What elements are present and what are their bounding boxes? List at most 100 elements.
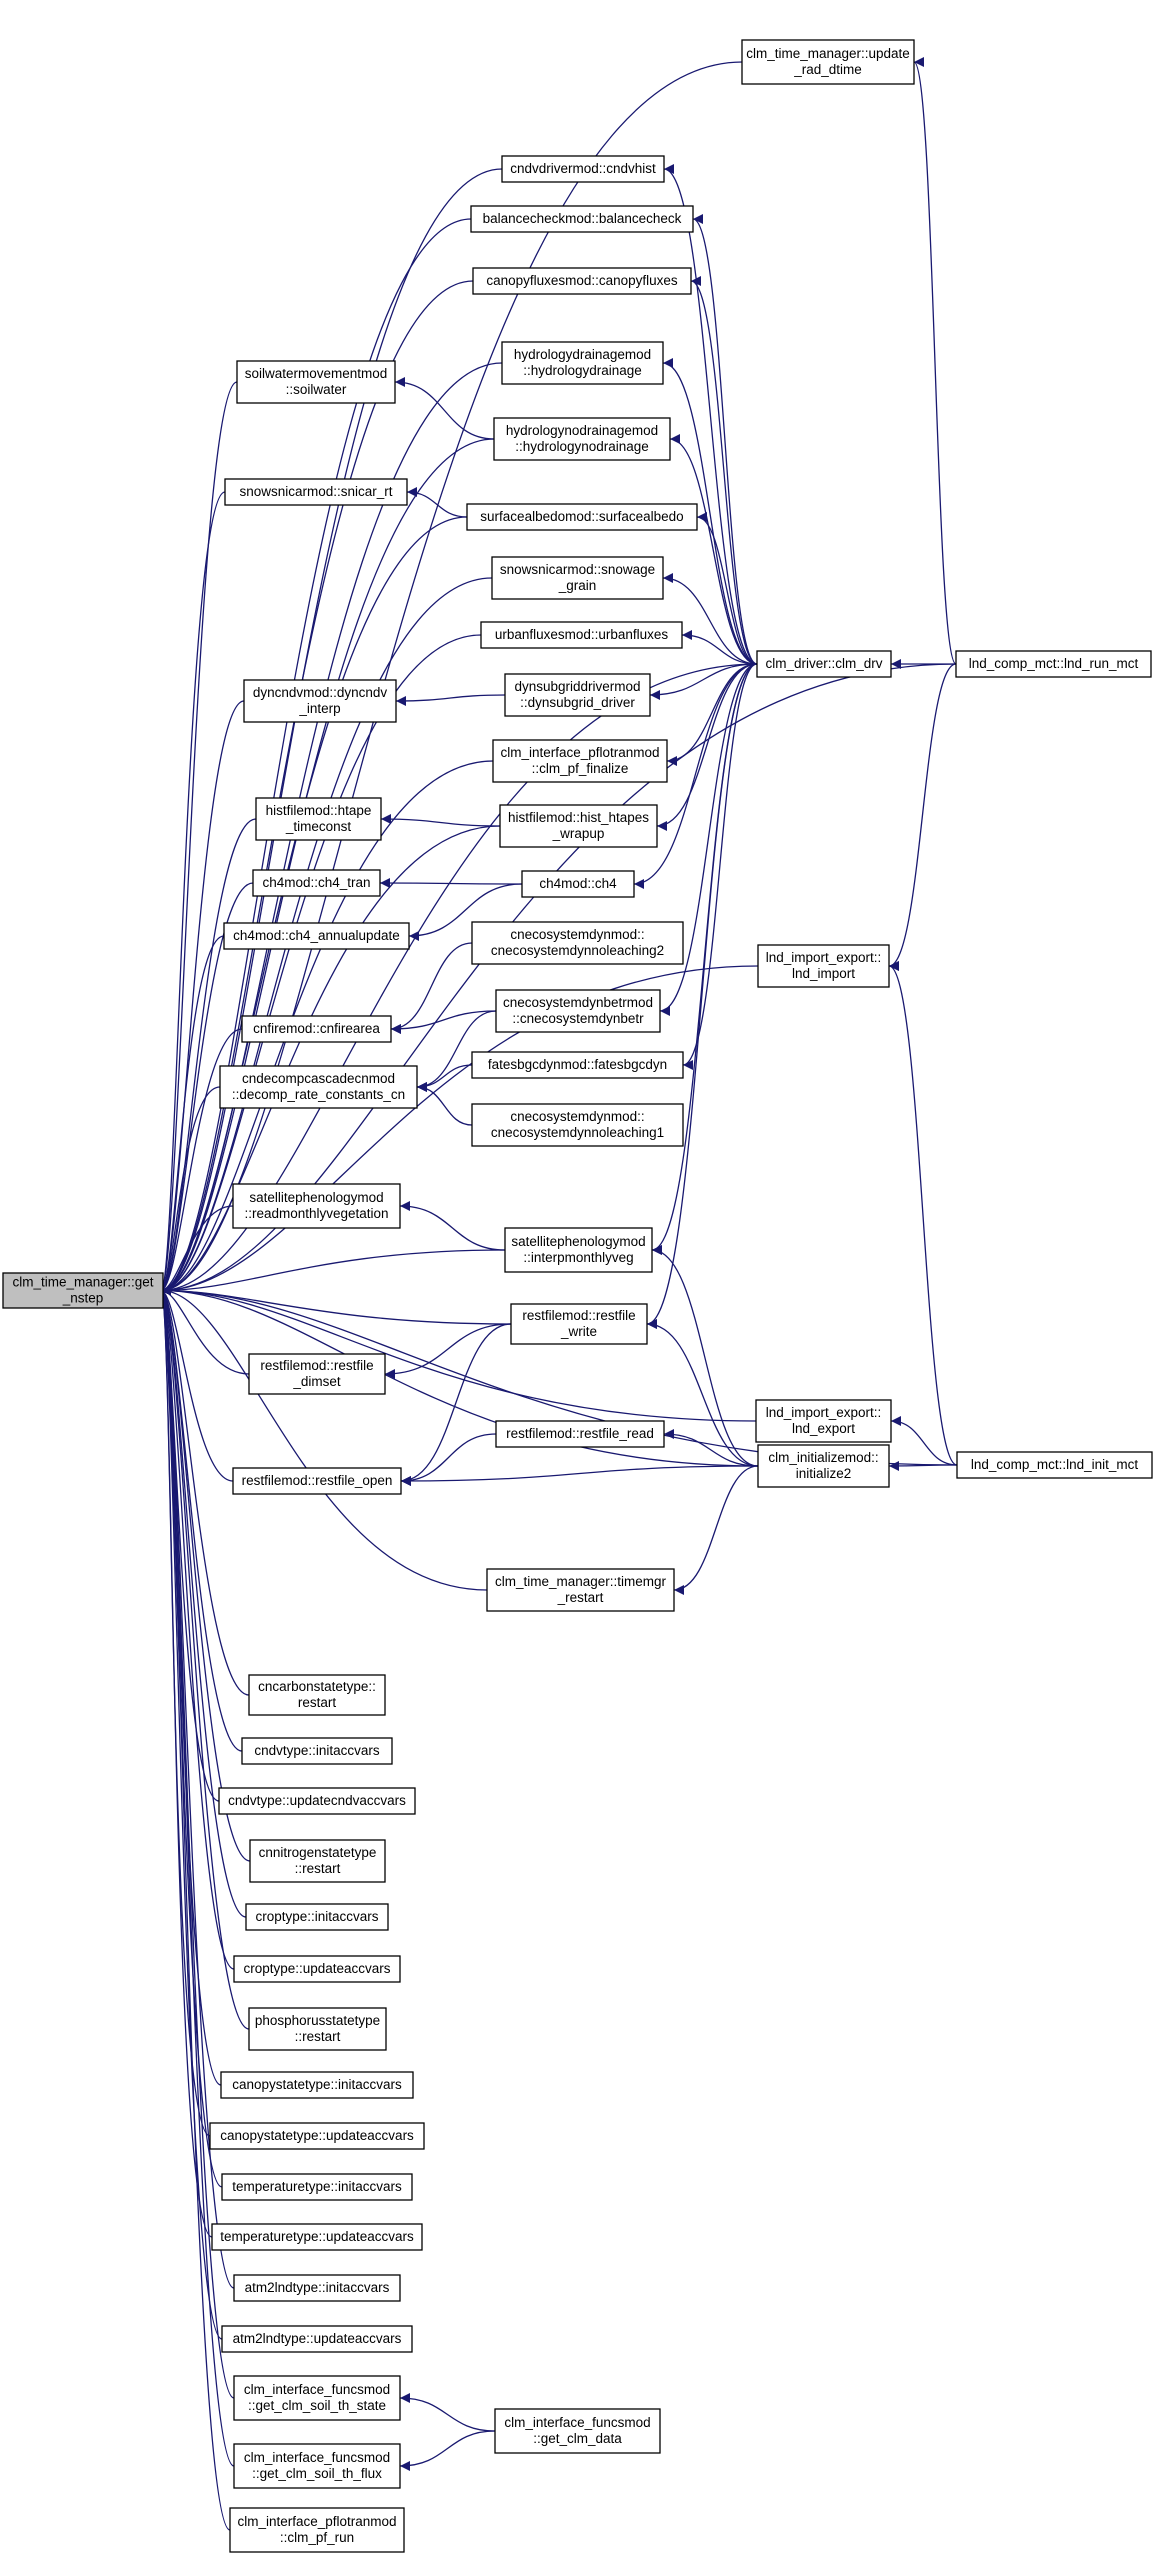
node-label: lnd_import_export:: (766, 950, 882, 965)
node-label: satellitephenologymod (511, 1234, 645, 1249)
edge-croptype-updateaccvars-to-get-nstep (160, 1285, 235, 1970)
node-lnd-import[interactable]: lnd_import_export::lnd_import (757, 944, 890, 988)
node-label: satellitephenologymod (249, 1190, 383, 1205)
node-restfile-dimset[interactable]: restfilemod::restfile_dimset (248, 1353, 386, 1395)
node-label: ::get_clm_soil_th_flux (252, 2466, 382, 2481)
node-box (471, 921, 684, 965)
node-lnd-export[interactable]: lnd_import_export::lnd_export (755, 1399, 892, 1443)
node-atm2lndtype-initaccvars[interactable]: atm2lndtype::initaccvars (233, 2274, 401, 2302)
node-update-rad-dtime[interactable]: clm_time_manager::update_rad_dtime (741, 39, 915, 85)
node-cnnitrogenstatetype-restart[interactable]: cnnitrogenstatetype::restart (249, 1839, 386, 1883)
node-cndvtype-initaccvars[interactable]: cndvtype::initaccvars (241, 1737, 393, 1765)
node-label: ch4mod::ch4 (539, 876, 617, 891)
node-balancecheck[interactable]: balancecheckmod::balancecheck (470, 205, 694, 233)
node-label: lnd_import_export:: (766, 1405, 882, 1420)
node-label: lnd_comp_mct::lnd_run_mct (969, 656, 1139, 671)
node-clm-pf-finalize[interactable]: clm_interface_pflotranmod::clm_pf_finali… (492, 739, 668, 783)
node-snicar-rt[interactable]: snowsnicarmod::snicar_rt (224, 478, 408, 506)
node-ch4-tran[interactable]: ch4mod::ch4_tran (252, 869, 381, 897)
node-restfile-write[interactable]: restfilemod::restfile_write (510, 1303, 648, 1345)
node-label: cndecompcascadecnmod (242, 1071, 395, 1086)
node-box (504, 673, 651, 717)
node-clm-pf-run[interactable]: clm_interface_pflotranmod::clm_pf_run (229, 2507, 405, 2553)
node-label: lnd_comp_mct::lnd_init_mct (971, 1457, 1139, 1472)
node-cndvhist[interactable]: cndvdrivermod::cndvhist (501, 155, 665, 183)
node-fatesbgcdyn[interactable]: fatesbgcdynmod::fatesbgcdyn (471, 1051, 684, 1079)
node-hist-htapes-wrapup[interactable]: histfilemod::hist_htapes_wrapup (499, 804, 658, 848)
node-cndvtype-updatecndvaccvars[interactable]: cndvtype::updatecndvaccvars (218, 1787, 416, 1815)
node-canopystatetype-initaccvars[interactable]: canopystatetype::initaccvars (220, 2071, 414, 2099)
edge-urbanfluxes-to-get-nstep (160, 634, 482, 1296)
node-box (221, 2173, 413, 2201)
node-get-clm-data[interactable]: clm_interface_funcsmod::get_clm_data (494, 2408, 661, 2454)
edge-canopyfluxes-to-get-nstep (160, 280, 474, 1296)
node-temperaturetype-initaccvars[interactable]: temperaturetype::initaccvars (221, 2173, 413, 2201)
node-box (480, 621, 683, 649)
edge-cncarbonstatetype-restart-to-get-nstep (160, 1285, 250, 1696)
edge-restfile-open-to-get-nstep (160, 1285, 234, 1482)
node-cnecosystemdynbetr[interactable]: cnecosystemdynbetrmod::cnecosystemdynbet… (495, 989, 661, 1033)
node-box (221, 2325, 413, 2353)
node-box (241, 1737, 393, 1765)
node-phosphorusstatetype-restart[interactable]: phosphorusstatetype::restart (248, 2007, 387, 2051)
node-soilwater[interactable]: soilwatermovementmod::soilwater (236, 360, 396, 404)
node-readmonthlyvegetation[interactable]: satellitephenologymod::readmonthlyvegeta… (232, 1183, 401, 1229)
edge-ch4-to-ch4-annualupdate (408, 883, 523, 941)
node-hydrologynodrainage[interactable]: hydrologynodrainagemod::hydrologynodrain… (493, 417, 671, 461)
node-label: atm2lndtype::updateaccvars (233, 2331, 402, 2346)
node-label: cndvtype::updatecndvaccvars (228, 1793, 406, 1808)
node-dyncndv-interp[interactable]: dyncndvmod::dyncndv_interp (243, 679, 397, 723)
node-decomp-rate-constants-cn[interactable]: cndecompcascadecnmod::decomp_rate_consta… (219, 1065, 418, 1109)
node-cnecosystemdynnoleaching2[interactable]: cnecosystemdynmod::cnecosystemdynnoleach… (471, 921, 684, 965)
node-hydrologydrainage[interactable]: hydrologydrainagemod::hydrologydrainage (501, 341, 664, 385)
node-clm-drv[interactable]: clm_driver::clm_drv (756, 650, 892, 678)
edge-soilwater-to-get-nstep (160, 381, 238, 1296)
node-canopystatetype-updateaccvars[interactable]: canopystatetype::updateaccvars (209, 2122, 425, 2150)
node-urbanfluxes[interactable]: urbanfluxesmod::urbanfluxes (480, 621, 683, 649)
edge-cnecosystemdynbetr-to-decomp-rate-constants-cn (416, 1010, 497, 1092)
node-interpmonthlyveg[interactable]: satellitephenologymod::interpmonthlyveg (504, 1227, 653, 1273)
node-lnd-run-mct[interactable]: lnd_comp_mct::lnd_run_mct (955, 650, 1152, 678)
node-label: dynsubgriddrivermod (514, 679, 640, 694)
node-temperaturetype-updateaccvars[interactable]: temperaturetype::updateaccvars (211, 2223, 423, 2251)
node-timemgr-restart[interactable]: clm_time_manager::timemgr_restart (486, 1568, 675, 1612)
node-htape-timeconst[interactable]: histfilemod::htape_timeconst (255, 797, 382, 841)
node-label: ::cnecosystemdynbetr (512, 1011, 644, 1026)
node-box (521, 870, 635, 898)
node-get-clm-soil-th-flux[interactable]: clm_interface_funcsmod::get_clm_soil_th_… (233, 2443, 401, 2489)
node-surfacealbedo[interactable]: surfacealbedomod::surfacealbedo (466, 503, 698, 531)
node-snowage-grain[interactable]: snowsnicarmod::snowage_grain (491, 556, 664, 600)
edge-get-clm-soil-th-flux-to-get-nstep (160, 1286, 235, 2467)
node-get-nstep[interactable]: clm_time_manager::get_nstep (2, 1272, 164, 1309)
node-box (255, 797, 382, 841)
edge-clm-pf-run-to-get-nstep (160, 1286, 231, 2531)
node-ch4-annualupdate[interactable]: ch4mod::ch4_annualupdate (223, 922, 410, 950)
node-cnfirearea[interactable]: cnfiremod::cnfirearea (241, 1015, 392, 1043)
node-canopyfluxes[interactable]: canopyfluxesmod::canopyfluxes (472, 267, 692, 295)
edge-clm-drv-to-canopyfluxes (690, 276, 758, 665)
node-ch4[interactable]: ch4mod::ch4 (521, 870, 635, 898)
node-croptype-initaccvars[interactable]: croptype::initaccvars (245, 1903, 389, 1931)
edge-clm-drv-to-cnecosystemdynbetr (659, 663, 758, 1016)
node-box (491, 556, 664, 600)
node-label: _nstep (62, 1291, 104, 1306)
node-lnd-init-mct[interactable]: lnd_comp_mct::lnd_init_mct (956, 1451, 1153, 1479)
node-box (756, 650, 892, 678)
node-cncarbonstatetype-restart[interactable]: cncarbonstatetype::restart (248, 1674, 386, 1716)
node-croptype-updateaccvars[interactable]: croptype::updateaccvars (233, 1955, 401, 1983)
edge-lnd-run-mct-to-lnd-import (888, 663, 957, 971)
edge-clm-drv-to-surfacealbedo (696, 512, 758, 665)
node-atm2lndtype-updateaccvars[interactable]: atm2lndtype::updateaccvars (221, 2325, 413, 2353)
node-cnecosystemdynnoleaching1[interactable]: cnecosystemdynmod::cnecosystemdynnoleach… (471, 1103, 684, 1147)
edge-initialize2-to-restfile-write (646, 1319, 759, 1467)
node-label: cndvtype::initaccvars (254, 1743, 380, 1758)
node-restfile-open[interactable]: restfilemod::restfile_open (232, 1467, 402, 1495)
node-restfile-read[interactable]: restfilemod::restfile_read (495, 1420, 665, 1448)
node-label: restfilemod::restfile (522, 1308, 635, 1323)
edge-hist-htapes-wrapup-to-get-nstep (160, 825, 501, 1296)
node-initialize2[interactable]: clm_initializemod::initialize2 (757, 1444, 890, 1488)
node-get-clm-soil-th-state[interactable]: clm_interface_funcsmod::get_clm_soil_th_… (233, 2375, 401, 2421)
node-label: cncarbonstatetype:: (258, 1679, 376, 1694)
node-dynsubgrid-driver[interactable]: dynsubgriddrivermod::dynsubgrid_driver (504, 673, 651, 717)
edge-restfile-write-to-restfile-dimset (384, 1323, 512, 1379)
